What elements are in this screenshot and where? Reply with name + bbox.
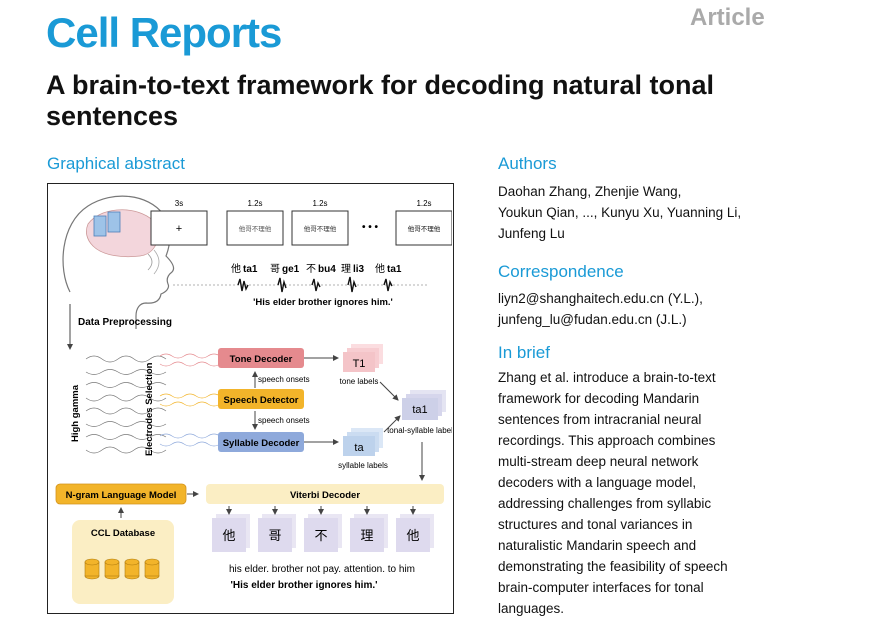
output-character: 他 — [406, 528, 419, 543]
journal-name: Cell Reports — [46, 9, 282, 56]
stimulus-screen — [150, 210, 208, 246]
graphical-abstract-figure: 3s 1.2s 1.2s 1.2s + 他哥不理他 他哥不理他 • • • 他哥… — [47, 183, 457, 614]
correspondence-email[interactable]: junfeng_lu@fudan.edu.cn (J.L.) — [498, 312, 687, 327]
viterbi-decoder-box — [206, 484, 444, 504]
viterbi-decoder-label: Viterbi Decoder — [290, 490, 360, 501]
tone-decoder-box — [218, 348, 304, 368]
correspondence-heading: Correspondence — [498, 262, 624, 281]
stimulus-text: 他哥不理他 — [304, 224, 337, 233]
in-brief-text: Zhang et al. introduce a brain-to-text f… — [498, 367, 798, 619]
head-illustration — [62, 195, 175, 329]
high-gamma-label: High gamma — [70, 384, 81, 442]
in-brief-line: decoders with a language model, — [498, 475, 697, 490]
output-character: 他 — [222, 528, 235, 543]
in-brief-line: structures and tonal variances in — [498, 517, 693, 532]
syllable-decoder-box — [218, 432, 304, 452]
authors-list: Daohan Zhang, Zhenjie Wang, Youkun Qian,… — [498, 181, 798, 244]
tone-label-stack — [343, 344, 383, 372]
speech-onsets-label: speech onsets — [258, 375, 310, 384]
in-brief-line: sentences from intracranial neural — [498, 412, 702, 427]
syllable-labels-caption: syllable labels — [338, 461, 388, 470]
output-character: 哥 — [268, 528, 281, 543]
syllable-label: bu4 — [318, 264, 336, 275]
syllable-label: ta1 — [387, 264, 402, 275]
tonal-syllable-caption: tonal-syllable labels — [387, 426, 452, 435]
speech-detector-box — [218, 389, 304, 409]
output-character: 理 — [360, 528, 373, 543]
stimulus-screen — [395, 210, 453, 246]
timing-label: 1.2s — [247, 199, 262, 208]
stimulus-screen — [291, 210, 349, 246]
tone-decoder-label: Tone Decoder — [230, 354, 293, 365]
in-brief-line: Zhang et al. introduce a brain-to-text — [498, 370, 716, 385]
timing-label: 3s — [175, 199, 183, 208]
stimulus-text: 他哥不理他 — [239, 224, 272, 233]
in-brief-line: recordings. This approach combines — [498, 433, 716, 448]
stimulus-sentence: 'His elder brother ignores him.' — [253, 297, 393, 308]
syllable-label: 他 — [375, 262, 385, 275]
stimulus-text: 他哥不理他 — [408, 224, 441, 233]
syllable-label: ge1 — [282, 264, 300, 275]
graphical-abstract-heading: Graphical abstract — [47, 154, 185, 173]
correspondence-email[interactable]: liyn2@shanghaitech.edu.cn (Y.L.), — [498, 291, 703, 306]
timing-label: 1.2s — [312, 199, 327, 208]
fixation-cross: + — [176, 223, 182, 235]
correspondence-list: liyn2@shanghaitech.edu.cn (Y.L.), junfen… — [498, 288, 798, 330]
timing-label: 1.2s — [416, 199, 431, 208]
tone-label-token: T1 — [353, 358, 366, 370]
output-gloss: his elder. brother not pay. attention. t… — [229, 564, 415, 575]
ccl-database-box — [72, 520, 174, 604]
in-brief-line: demonstrating the feasibility of speech — [498, 559, 728, 574]
output-character: 不 — [314, 528, 327, 543]
authors-line: Daohan Zhang, Zhenjie Wang, — [498, 184, 682, 199]
database-icon — [84, 558, 160, 580]
data-preprocessing-label: Data Preprocessing — [78, 317, 172, 328]
syllable-label: 不 — [306, 264, 316, 275]
ngram-model-label: N-gram Language Model — [66, 490, 177, 501]
authors-heading: Authors — [498, 154, 557, 173]
syllable-decoder-label: Syllable Decoder — [223, 438, 300, 449]
ellipsis: • • • — [362, 222, 379, 233]
in-brief-line: framework for decoding Mandarin — [498, 391, 700, 406]
authors-line: Youkun Qian, ..., Kunyu Xu, Yuanning Li, — [498, 205, 742, 220]
speech-detector-label: Speech Detector — [224, 395, 299, 406]
in-brief-line: languages. — [498, 601, 565, 616]
output-character-stacks — [212, 514, 434, 552]
ngram-model-box — [55, 483, 187, 505]
in-brief-line: multi-stream deep neural network — [498, 454, 699, 469]
syllable-label: ta1 — [243, 264, 258, 275]
syllable-label: li3 — [353, 264, 365, 275]
in-brief-line: naturalistic Mandarin speech and — [498, 538, 697, 553]
neural-traces — [85, 355, 167, 454]
speech-onsets-label: speech onsets — [258, 416, 310, 425]
authors-line: Junfeng Lu — [498, 226, 565, 241]
tone-labels-caption: tone labels — [340, 377, 379, 386]
stimulus-screen — [226, 210, 284, 246]
article-type-label: Article — [690, 4, 765, 31]
electrodes-selection-label: Electrodes Selection — [144, 362, 155, 456]
output-sentence: 'His elder brother ignores him.' — [230, 580, 377, 591]
article-title: A brain-to-text framework for decoding n… — [46, 70, 715, 131]
in-brief-heading: In brief — [498, 343, 550, 362]
tonal-syllable-stack — [402, 390, 446, 420]
syllable-label: 哥 — [270, 263, 280, 275]
ccl-database-label: CCL Database — [91, 528, 155, 539]
in-brief-line: brain-computer interfaces for tonal — [498, 580, 704, 595]
tonal-syllable-token: ta1 — [412, 404, 427, 416]
syllable-label: 理 — [341, 263, 351, 275]
syllable-label-stack — [343, 428, 383, 456]
speech-waveform — [173, 276, 428, 293]
syllable-label-token: ta — [354, 442, 364, 454]
in-brief-line: addressing challenges from syllabic — [498, 496, 712, 511]
syllable-label: 他 — [231, 262, 241, 275]
